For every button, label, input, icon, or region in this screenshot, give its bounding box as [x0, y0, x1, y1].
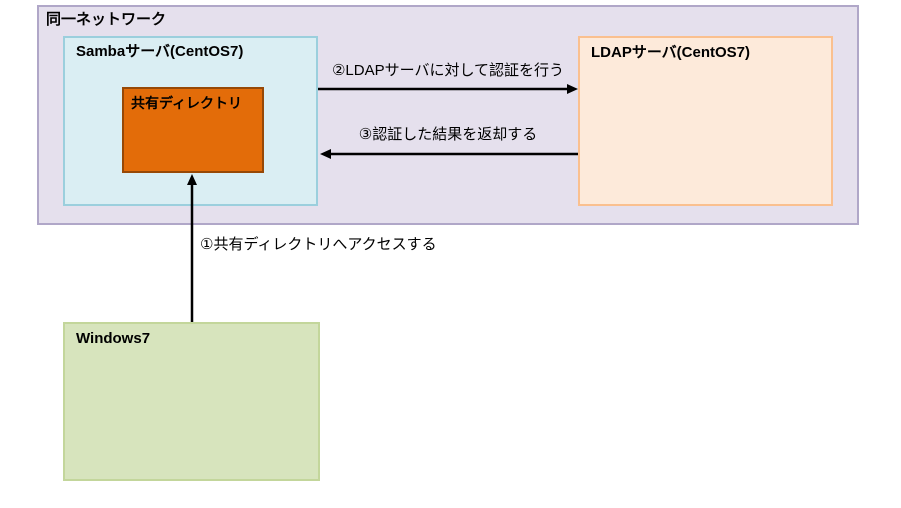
- node-samba-server-label: Sambaサーバ(CentOS7): [76, 43, 244, 60]
- arrow-auth-label: ②LDAPサーバに対して認証を行う: [331, 62, 565, 79]
- arrow-access-label: ①共有ディレクトリへアクセスする: [200, 236, 437, 253]
- node-shared-directory-label: 共有ディレクトリ: [131, 95, 243, 111]
- node-windows7: Windows7: [63, 322, 320, 481]
- node-ldap-server-label: LDAPサーバ(CentOS7): [591, 44, 751, 61]
- arrow-return-label: ③認証した結果を返却する: [358, 126, 538, 143]
- node-windows7-label: Windows7: [76, 330, 151, 347]
- group-same-network-label: 同一ネットワーク: [46, 11, 167, 28]
- node-ldap-server: LDAPサーバ(CentOS7): [578, 36, 833, 206]
- node-shared-directory: 共有ディレクトリ: [122, 87, 264, 173]
